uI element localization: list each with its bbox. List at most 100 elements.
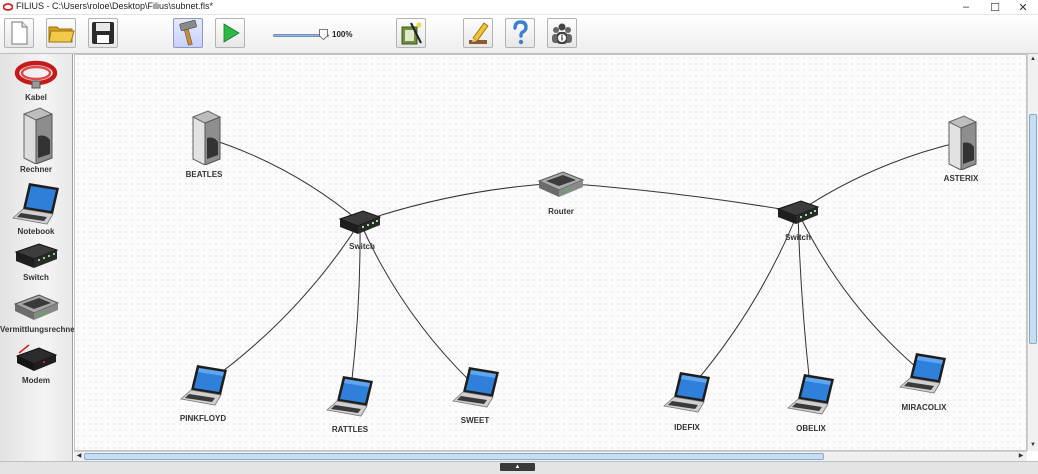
cable-asterix-switch2[interactable] — [797, 141, 961, 213]
server-icon — [192, 110, 221, 165]
notebook-icon — [899, 353, 946, 394]
node-label-rattles[interactable]: RATTLES — [331, 425, 369, 434]
node-label-sweet[interactable]: SWEET — [460, 416, 490, 425]
node-label-router[interactable]: Router — [548, 207, 574, 216]
node-label-miracolix[interactable]: MIRACOLIX — [901, 403, 947, 412]
node-beatles[interactable] — [184, 109, 224, 165]
cable-switch1-pinkfloyd[interactable] — [203, 221, 361, 386]
palette-label: Vermittlungsrechner — [0, 325, 78, 334]
window-title: FILIUS - C:\Users\roloe\Desktop\Filius\s… — [16, 1, 214, 11]
zoom-slider-thumb[interactable] — [319, 29, 328, 40]
play-icon — [223, 23, 240, 43]
notebook-icon — [452, 367, 499, 408]
open-folder-button[interactable] — [46, 18, 76, 48]
save-button[interactable] — [88, 18, 118, 48]
scroll-left-icon[interactable]: ◀ — [76, 453, 82, 459]
question-mark-icon — [513, 20, 528, 45]
notebook-icon — [180, 365, 227, 406]
node-asterix[interactable] — [940, 114, 980, 170]
notebook-icon — [663, 372, 710, 413]
info-button[interactable] — [547, 18, 577, 48]
scroll-up-icon[interactable]: ▲ — [1030, 56, 1036, 62]
maximize-button[interactable]: ☐ — [990, 1, 1000, 14]
node-label-switch2[interactable]: Switch — [785, 233, 811, 242]
floppy-disk-icon — [92, 22, 114, 44]
palette-label: Kabel — [25, 93, 47, 102]
cable-icon — [14, 60, 58, 89]
node-rattles[interactable] — [325, 374, 375, 418]
cable-switch2-miracolix[interactable] — [797, 211, 924, 374]
cable-switch2-idefix[interactable] — [686, 211, 799, 393]
palette-item-modem[interactable]: Modem — [0, 341, 72, 385]
filius-logo-icon — [3, 3, 13, 11]
node-label-beatles[interactable]: BEATLES — [185, 170, 223, 179]
zoom-slider[interactable] — [273, 29, 329, 40]
palette-label: Switch — [23, 273, 49, 282]
toolbar: 100% — [0, 15, 1038, 54]
people-info-icon — [552, 23, 572, 44]
node-sweet[interactable] — [451, 365, 501, 409]
wizard-icon — [401, 22, 422, 45]
help-button[interactable] — [505, 18, 535, 48]
palette-label: Modem — [22, 376, 50, 385]
horizontal-scrollbar[interactable]: ◀ ▶ — [74, 451, 1027, 461]
zoom-level-label: 100% — [332, 30, 353, 39]
cable-router-switch2[interactable] — [560, 182, 799, 213]
notebook-icon — [326, 376, 373, 417]
palette-item-switch[interactable]: Switch — [0, 238, 72, 282]
node-label-switch1[interactable]: Switch — [349, 242, 375, 251]
palette-label: Notebook — [17, 227, 55, 236]
cable-switch1-rattles[interactable] — [349, 221, 361, 397]
node-label-asterix[interactable]: ASTERIX — [943, 174, 979, 183]
node-label-pinkfloyd[interactable]: PINKFLOYD — [179, 414, 227, 423]
vertical-scrollbar[interactable]: ▲ ▼ — [1027, 54, 1038, 451]
node-switch1[interactable] — [338, 207, 382, 237]
folder-icon — [48, 26, 75, 43]
minimize-button[interactable]: – — [962, 1, 970, 13]
palette-label: Rechner — [19, 165, 52, 174]
software-wizard-button[interactable] — [396, 18, 426, 48]
palette-item-vermittlungsrechner[interactable]: Vermittlungsrechner — [0, 288, 78, 334]
edit-notes-button[interactable] — [463, 18, 493, 48]
vertical-scroll-thumb[interactable] — [1029, 114, 1037, 344]
hammer-icon — [179, 19, 197, 46]
scroll-right-icon[interactable]: ▶ — [1018, 453, 1024, 459]
expand-panel-handle[interactable]: ▲ — [500, 463, 535, 471]
zoom-slider-track — [273, 34, 329, 37]
scroll-down-icon[interactable]: ▼ — [1030, 442, 1036, 448]
router-icon — [13, 294, 60, 320]
notebook-icon — [12, 183, 59, 225]
blank-page-icon — [11, 21, 28, 45]
cable-switch2-obelix[interactable] — [797, 211, 812, 395]
cable-switch1-sweet[interactable] — [359, 221, 477, 388]
horizontal-scroll-thumb[interactable] — [84, 453, 824, 460]
close-button[interactable]: ✕ — [1018, 1, 1028, 14]
node-pinkfloyd[interactable] — [179, 363, 229, 407]
cable-beatles-switch1[interactable] — [203, 136, 361, 223]
design-mode-button[interactable] — [173, 18, 203, 48]
palette-item-notebook[interactable]: Notebook — [0, 180, 72, 236]
component-palette: Kabel Rechner Notebook Switch — [0, 54, 78, 461]
cable-layer — [203, 136, 961, 397]
palette-item-rechner[interactable]: Rechner — [0, 106, 72, 174]
server-icon — [23, 107, 53, 164]
node-miracolix[interactable] — [898, 351, 948, 395]
simulation-mode-button[interactable] — [215, 18, 245, 48]
node-obelix[interactable] — [786, 372, 836, 416]
switch-icon — [338, 210, 382, 234]
modem-icon — [15, 344, 58, 371]
cable-switch1-router[interactable] — [359, 182, 562, 223]
node-label-idefix[interactable]: IDEFIX — [674, 423, 700, 432]
status-bar: ▲ — [0, 461, 1038, 474]
notebook-icon — [787, 374, 834, 415]
node-idefix[interactable] — [662, 370, 712, 414]
new-file-button[interactable] — [4, 18, 34, 48]
node-router[interactable] — [537, 167, 585, 199]
palette-item-kabel[interactable]: Kabel — [0, 58, 72, 102]
node-switch2[interactable] — [776, 197, 820, 227]
switch-icon — [776, 200, 820, 224]
server-icon — [948, 115, 977, 170]
pencil-icon — [469, 22, 489, 44]
node-label-obelix[interactable]: OBELIX — [796, 424, 826, 433]
